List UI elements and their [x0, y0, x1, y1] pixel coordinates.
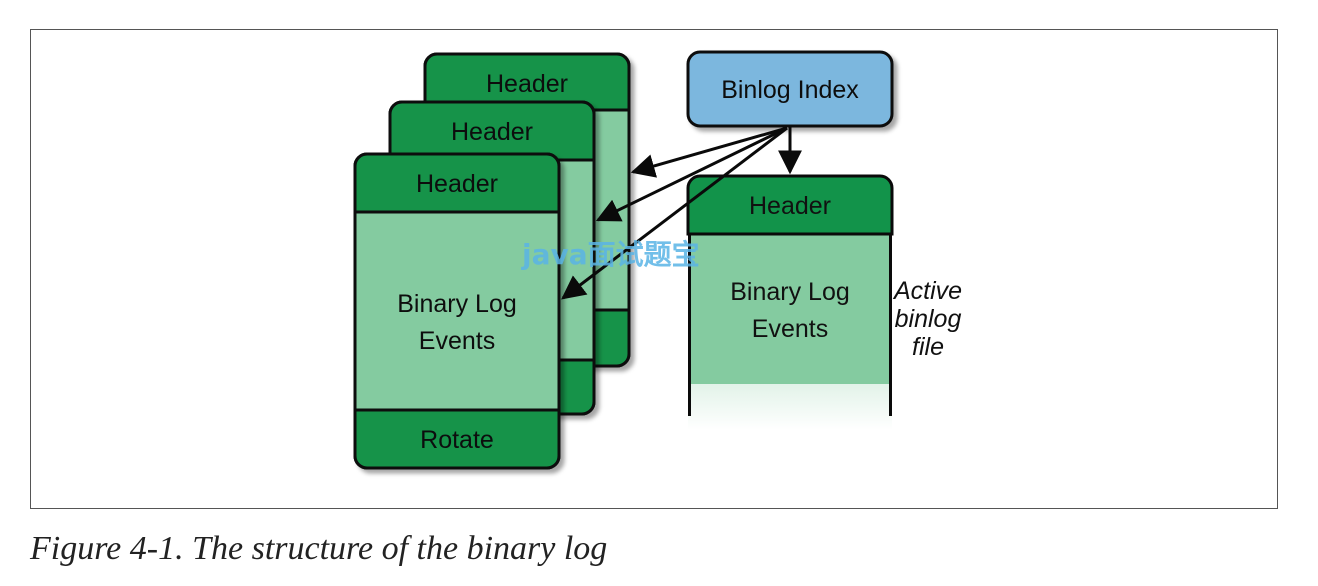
arrow-to-file-3: [630, 126, 788, 178]
binlog-index-box: Binlog Index: [686, 50, 894, 128]
figure-caption: Figure 4-1. The structure of the binary …: [30, 530, 608, 567]
active-body-line-1: Binary Log: [730, 278, 850, 306]
binlog-file-1: Header Binary Log Events Rotate: [353, 152, 561, 470]
binlog-index-label: Binlog Index: [721, 76, 859, 104]
file-2-header-label: Header: [451, 118, 533, 146]
file-1-body-line-1: Binary Log: [397, 290, 517, 318]
active-body-line-2: Events: [752, 315, 828, 343]
index-arrows: [561, 126, 802, 300]
active-binlog-note: Active binlog file: [892, 277, 962, 361]
active-header-label: Header: [749, 192, 831, 220]
file-1-header-label: Header: [416, 170, 498, 198]
active-binlog-file: Header Binary Log Events: [686, 174, 894, 430]
active-note-line-3: file: [912, 333, 944, 361]
watermark-text: java面试题宝: [521, 238, 700, 271]
figure-frame: [30, 29, 1278, 509]
file-1-body-line-2: Events: [419, 327, 495, 355]
active-note-line-1: Active: [892, 277, 962, 305]
file-1-rotate-label: Rotate: [420, 426, 494, 454]
active-note-line-2: binlog: [895, 305, 962, 333]
arrow-to-file-2: [595, 126, 788, 222]
arrow-to-file-1: [561, 126, 788, 300]
file-3-header-label: Header: [486, 70, 568, 98]
